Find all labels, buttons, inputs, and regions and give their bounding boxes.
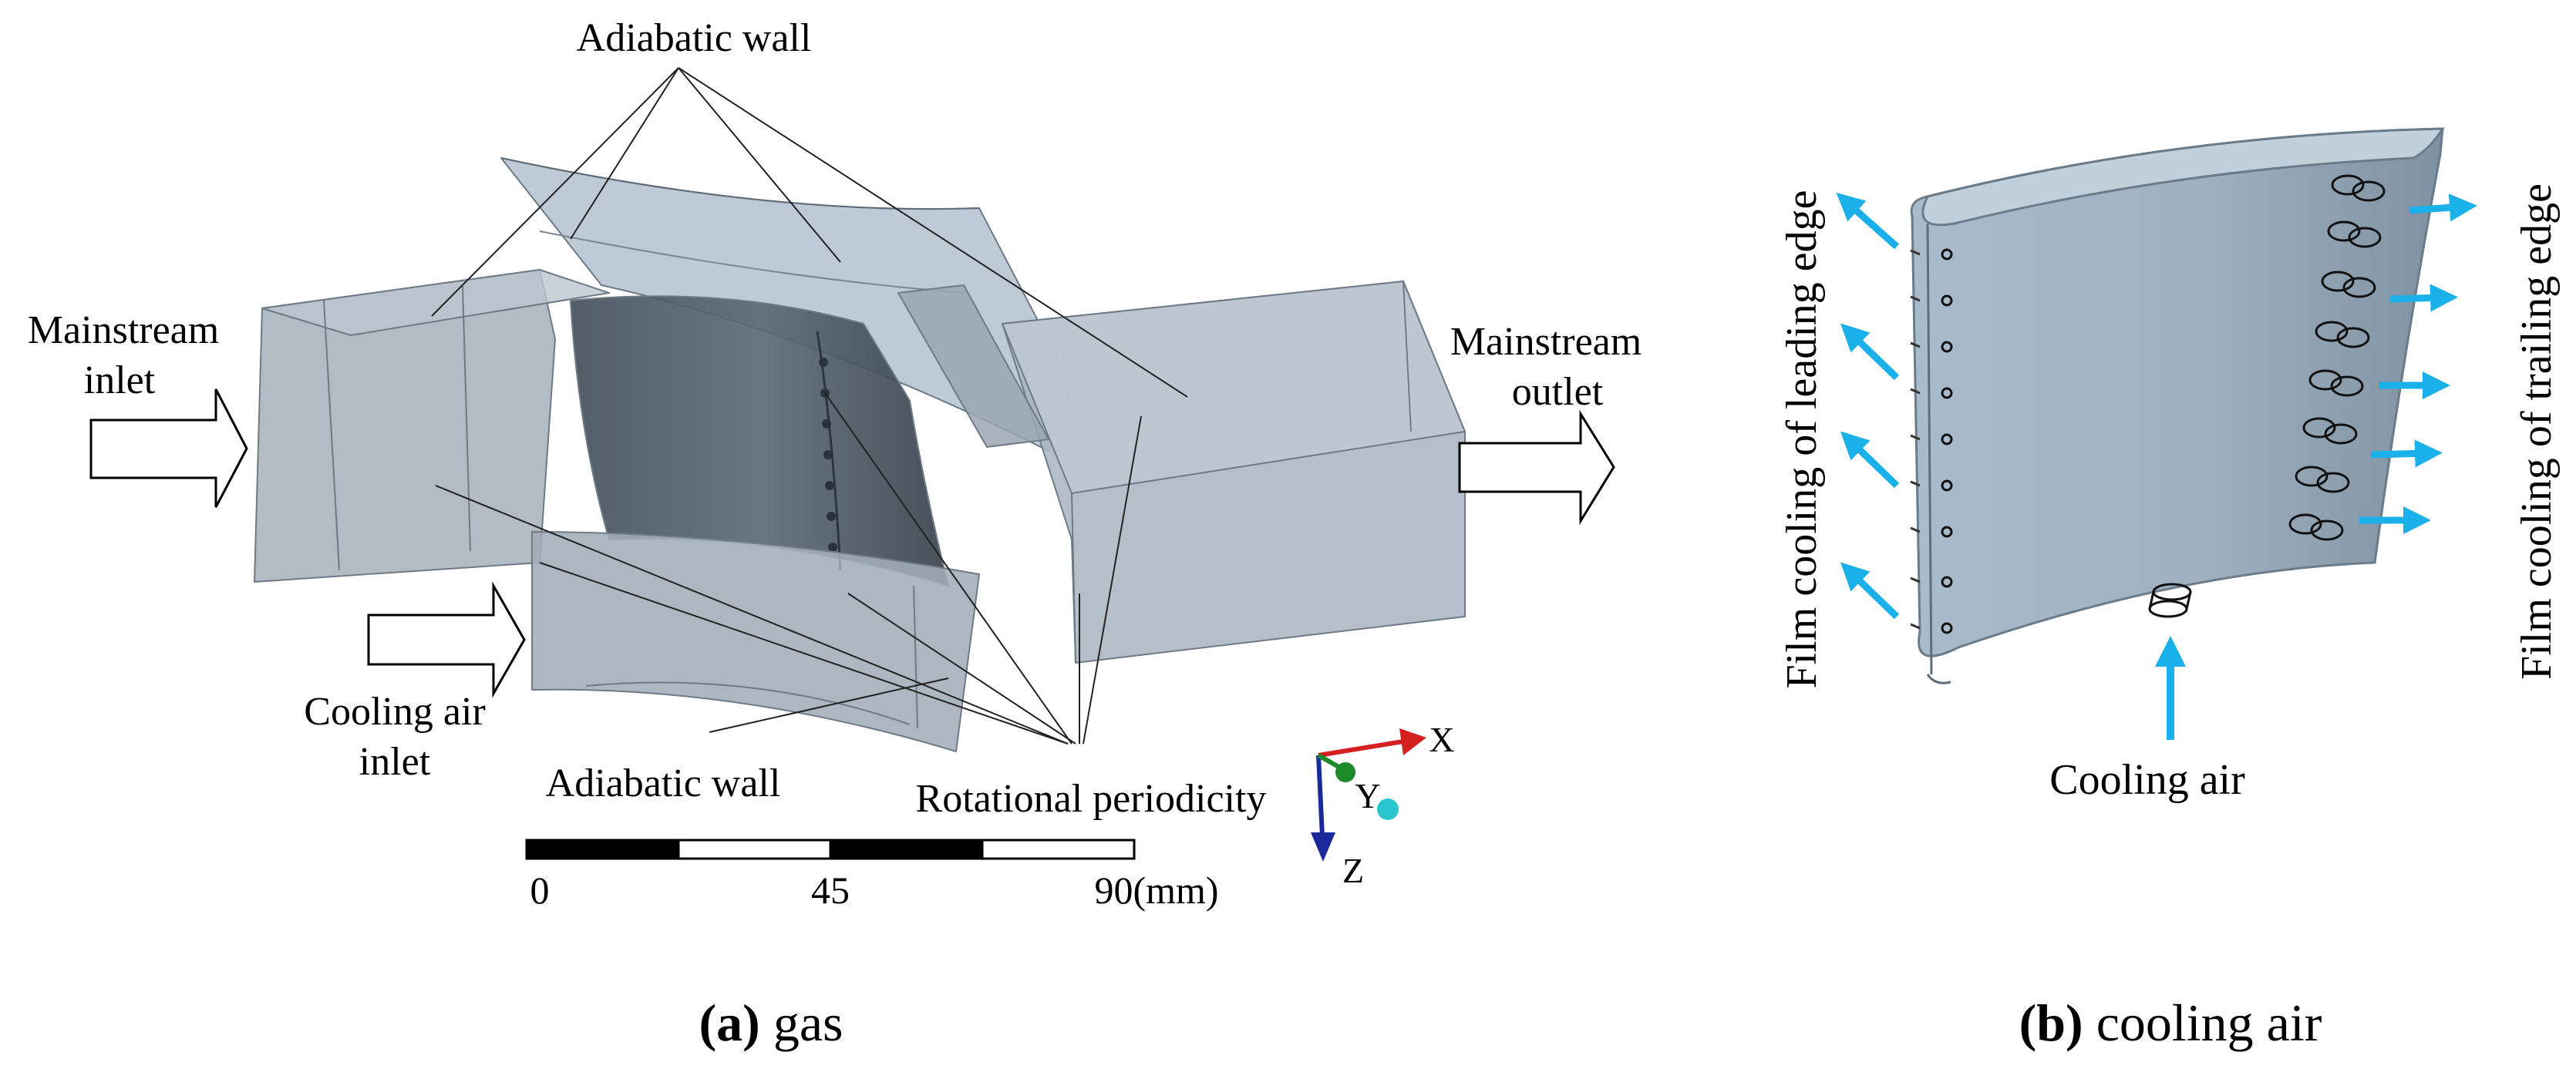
label-film-cooling-leading-edge: Film cooling of leading edge: [1778, 190, 1826, 689]
caption-b: (b) cooling air: [2019, 993, 2322, 1052]
scale-tick-0: 0: [530, 869, 550, 912]
hub-edge: [913, 585, 918, 729]
label-mainstream-inlet-line2: inlet: [84, 358, 156, 402]
cooling-air-inlet-hole: [2148, 583, 2192, 618]
label-adiabatic-wall-top: Adiabatic wall: [577, 16, 812, 60]
label-mainstream-outlet-line1: Mainstream: [1450, 320, 1642, 364]
label-adiabatic-wall-bottom: Adiabatic wall: [546, 761, 781, 805]
outlet-edge: [1402, 281, 1412, 432]
label-cooling-air-inlet-line2: inlet: [359, 740, 431, 784]
scale-tick-45: 45: [811, 869, 850, 912]
leading-edge-holes: [1941, 248, 1953, 634]
panel-a: Adiabatic wall Mainstream inlet Mainstre…: [28, 16, 1642, 1052]
label-film-cooling-trailing-edge: Film cooling of trailing edge: [2513, 183, 2561, 680]
inlet-edge: [323, 300, 340, 571]
blade-top-surface: [1921, 127, 2445, 227]
trailing-edge-arrows: [2359, 193, 2477, 534]
label-mainstream-inlet-line1: Mainstream: [28, 308, 219, 352]
vane-film-holes: [819, 358, 837, 552]
label-rotational-periodicity: Rotational periodicity: [916, 777, 1267, 821]
shroud-tab: [897, 284, 1049, 448]
outlet-edge: [1071, 492, 1076, 664]
panel-b: Film cooling of leading edge Film coolin…: [1778, 127, 2561, 1052]
cooling-air-inlet-arrow: [367, 581, 526, 698]
label-cooling-air: Cooling air: [2049, 756, 2245, 804]
caption-a-text: gas: [760, 993, 844, 1052]
label-cooling-air-inlet-line1: Cooling air: [304, 690, 485, 734]
inlet-block-top: [261, 269, 610, 336]
hub-block: [531, 531, 980, 752]
caption-a: (a) gas: [699, 993, 844, 1052]
label-mainstream-outlet-line2: outlet: [1512, 370, 1604, 414]
mainstream-outlet-arrow: [1458, 409, 1615, 526]
scale-tick-90: 90(mm): [1094, 869, 1218, 912]
outlet-block-top: [1002, 281, 1466, 494]
axis-z-label: Z: [1342, 851, 1364, 890]
leader-lines: [431, 67, 1188, 745]
inlet-edge: [462, 284, 471, 552]
axis-x-label: X: [1429, 720, 1454, 759]
leading-edge-hole-ticks: [1910, 249, 1921, 630]
caption-b-text: cooling air: [2083, 993, 2322, 1052]
blade-leading-edge: [1926, 223, 1933, 675]
trailing-edge-holes: [2288, 174, 2386, 541]
caption-a-letter: (a): [699, 993, 760, 1052]
scale-bar: [525, 839, 1136, 860]
mainstream-inlet-arrow: [89, 388, 248, 508]
gas-domain-model: [254, 157, 1466, 752]
axis-y-label: Y: [1355, 776, 1380, 815]
caption-b-letter: (b): [2019, 993, 2083, 1052]
leading-edge-arrows: [1836, 193, 1900, 620]
axis-triad: X Y Z: [1311, 720, 1455, 890]
